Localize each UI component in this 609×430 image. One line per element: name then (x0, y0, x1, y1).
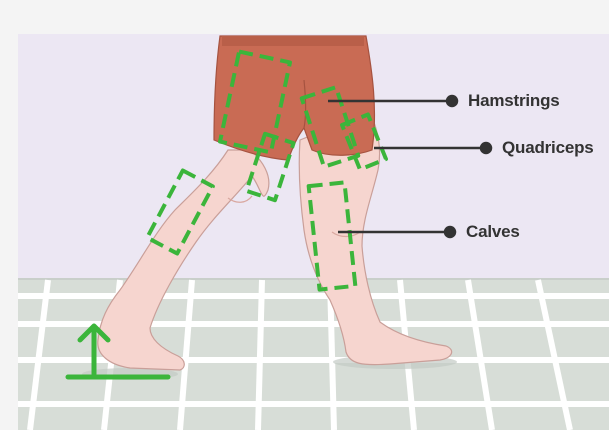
shorts-waistband (222, 36, 364, 46)
quadriceps-dot (481, 143, 491, 153)
calves-dot (445, 227, 455, 237)
calves-label: Calves (466, 222, 520, 242)
hamstrings-dot (447, 96, 457, 106)
quadriceps-label: Quadriceps (502, 138, 594, 158)
hamstrings-label: Hamstrings (468, 91, 560, 111)
